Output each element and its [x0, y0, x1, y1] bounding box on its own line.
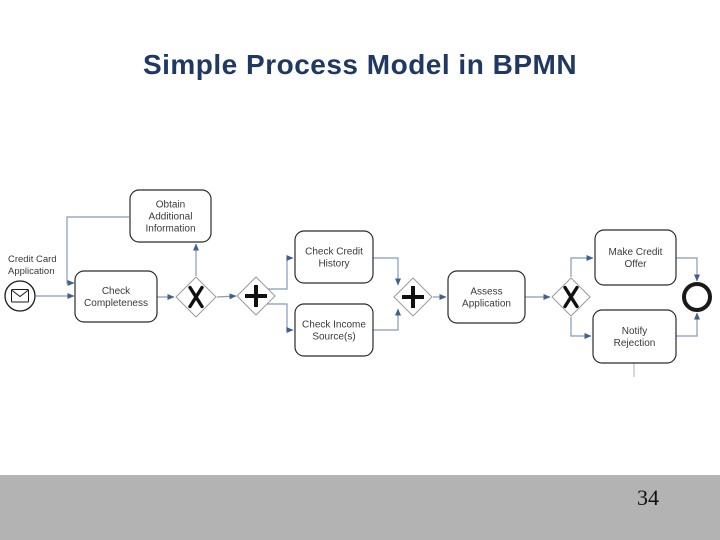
check-credit-history-label: Check Credit [305, 247, 363, 258]
flow-and-split-to-check-income-sources [267, 303, 294, 333]
obtain-additional-information-shape [129, 189, 212, 243]
notify-rejection-shape [592, 309, 677, 364]
check-completeness-shape [74, 270, 158, 323]
gateway-xor-split-1 [175, 276, 217, 318]
slide-title: Simple Process Model in BPMN [142, 49, 578, 80]
gateway-and-split [236, 276, 276, 316]
xor-x-icon [188, 285, 204, 309]
check-completeness-label: Completeness [84, 298, 148, 309]
check-completeness-label: Check [102, 286, 131, 297]
end-event-circle [682, 282, 712, 312]
event-end-event [682, 282, 712, 312]
notify-rejection-label: Notify [622, 326, 648, 337]
footer-band: 34 [0, 475, 720, 540]
xor-x-icon [563, 285, 579, 309]
assess-application-label: Assess [470, 287, 502, 298]
check-credit-history-label: History [318, 259, 349, 270]
flow-xor2-to-make-credit-offer [570, 255, 594, 277]
message-envelope-icon [11, 289, 29, 298]
obtain-additional-information-label: Obtain [156, 200, 185, 211]
flow-check-credit-history-to-and-join [373, 257, 401, 286]
gateway-xor-split-2 [551, 277, 591, 317]
flow-and-split-to-check-credit-history [267, 255, 294, 290]
make-credit-offer-label: Offer [624, 259, 647, 270]
flow-notify-rejection-to-end [676, 312, 700, 337]
start-event-label: Application [8, 266, 54, 277]
start-event-label: Credit Card [8, 254, 57, 265]
flow-xor2-to-notify-rejection [570, 317, 592, 339]
flow-make-credit-offer-to-end [676, 257, 700, 282]
check-income-sources-label: Source(s) [312, 332, 355, 343]
make-credit-offer-label: Make Credit [609, 247, 663, 258]
make-credit-offer-shape [594, 229, 677, 286]
assess-application-label: Application [462, 299, 511, 310]
obtain-additional-information-label: Information [145, 224, 195, 235]
check-income-sources-shape [294, 303, 374, 357]
check-credit-history-shape [294, 230, 374, 284]
notify-rejection-label: Rejection [614, 338, 656, 349]
flow-check-income-sources-to-and-join [373, 308, 401, 331]
gateway-and-join [393, 277, 433, 317]
obtain-additional-information-label: Additional [149, 212, 193, 223]
check-income-sources-label: Check Income [302, 320, 366, 331]
flow-obtain-to-check-completeness [66, 216, 129, 286]
assess-application-shape [447, 270, 526, 324]
page-number: 34 [637, 485, 659, 510]
flow-xor1-to-and-split [216, 293, 237, 300]
